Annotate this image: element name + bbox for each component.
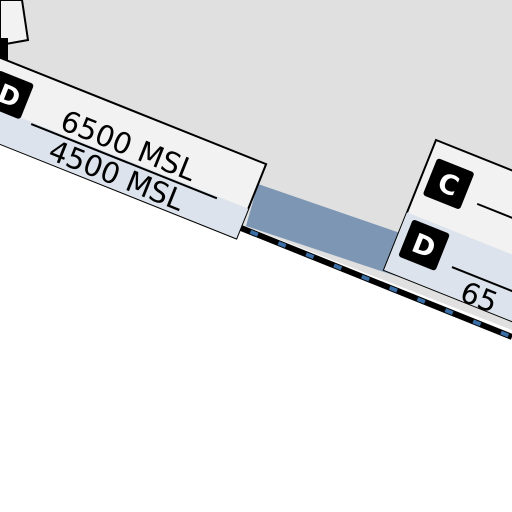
divider-right-top bbox=[476, 202, 512, 249]
class-d-badge bbox=[0, 71, 34, 119]
class-c-badge bbox=[423, 158, 474, 209]
class-d-badge-right bbox=[399, 220, 450, 271]
label-shade bbox=[0, 99, 249, 239]
airspace-label-right[interactable]: C D 65 bbox=[381, 138, 512, 343]
airspace-label-left[interactable]: D 6500 MSL 4500 MSL bbox=[0, 53, 268, 242]
altitude-divider bbox=[30, 123, 218, 200]
boundary-band bbox=[246, 184, 432, 284]
divider-right-bottom bbox=[451, 266, 512, 312]
label-fragment-top-left bbox=[0, 0, 30, 68]
